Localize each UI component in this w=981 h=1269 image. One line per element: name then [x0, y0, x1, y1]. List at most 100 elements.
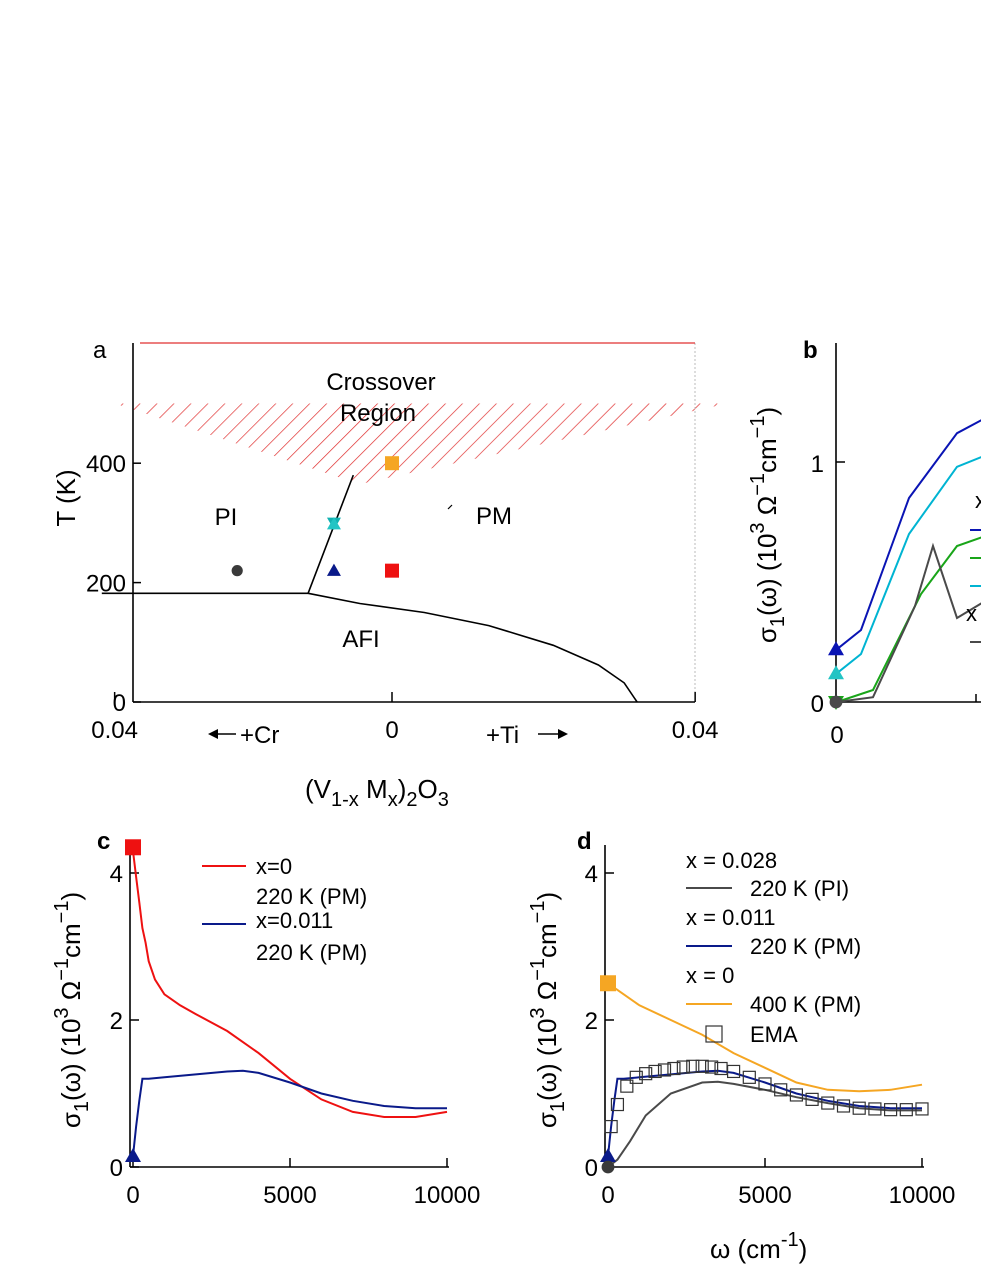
d-xtick-label: 5000	[738, 1182, 791, 1209]
panel-letter-a: a	[93, 337, 107, 364]
b-legend-fragment: x	[975, 488, 981, 513]
d-ema-point	[899, 1103, 913, 1117]
sigma-label-part: σ	[752, 627, 782, 643]
d-ema-point	[758, 1077, 772, 1091]
label-pm: PM	[476, 503, 512, 530]
d-series-line	[607, 1080, 922, 1168]
sigma-label-part: σ	[532, 1112, 562, 1128]
sigma-label-part: Ω	[532, 981, 562, 1008]
b-xtick-label-0: 0	[830, 722, 843, 749]
d-ema-point	[648, 1064, 662, 1079]
b-ytick-label-0: 0	[811, 691, 824, 718]
d-ema-point	[705, 1060, 719, 1074]
b-y-axis-label: σ1(ω) (103 Ω−1cm−1)	[747, 407, 789, 643]
d-marker	[600, 975, 616, 992]
sigma-label-part: )	[752, 407, 782, 416]
label-cr: +Cr	[240, 722, 279, 749]
a-xtick-label: 0.04	[672, 717, 719, 744]
d-ema-point	[639, 1067, 653, 1081]
c-xtick-label: 5000	[263, 1182, 316, 1209]
d-legend-label: x = 0	[686, 963, 734, 988]
d-ema-point	[610, 1097, 625, 1112]
d-xtick-label: 0	[601, 1182, 614, 1209]
c-legend-label: x=0.011	[256, 908, 333, 933]
sigma-label-part: )	[532, 892, 562, 901]
panel-letter-d: d	[577, 828, 592, 855]
sigma-label-part: cm	[56, 923, 86, 958]
d-legend-ema-marker	[705, 1025, 723, 1043]
sigma-label-part: −1	[51, 958, 73, 981]
b-legend-fragment: x	[966, 601, 977, 626]
d-ema-point	[657, 1063, 672, 1077]
a-x-ticks: 0.04 0 0.04	[91, 692, 719, 744]
c-ytick-label: 4	[110, 861, 123, 888]
sigma-label-part: 1	[547, 1101, 569, 1112]
sigma-label-part: 1	[71, 1101, 93, 1112]
a-ytick-label: 200	[86, 571, 126, 598]
c-legend-label: 220 K (PM)	[256, 884, 367, 909]
a-xtick-label: 0	[385, 717, 398, 744]
doping-ti-arrow: +Ti	[486, 722, 568, 749]
d-ema-point	[726, 1064, 741, 1079]
d-legend-label: x = 0.028	[686, 848, 777, 873]
panel-b-legend-fragment: xx	[966, 488, 981, 643]
d-legend-label: 220 K (PM)	[750, 934, 861, 959]
c-legend-label: 220 K (PM)	[256, 940, 367, 965]
c-xtick-label: 10000	[414, 1182, 481, 1209]
panel-letter-c: c	[97, 828, 110, 855]
sigma-label-part: cm	[532, 923, 562, 958]
b-series-line	[836, 542, 981, 702]
panel-d-markers	[600, 975, 616, 1174]
label-region: Region	[340, 400, 416, 427]
b-marker	[829, 695, 843, 709]
d-xtick-label: 10000	[889, 1182, 956, 1209]
sigma-label-part: )	[56, 892, 86, 901]
d-ema-point	[915, 1102, 929, 1116]
panel-c-series	[132, 850, 448, 1157]
b-series-line	[836, 419, 981, 650]
c-xtick-label: 0	[126, 1182, 139, 1209]
d-legend-label: x = 0.011	[686, 905, 776, 930]
d-ema-point	[868, 1102, 882, 1116]
sigma-label-part: −1	[747, 415, 769, 438]
sigma-label-part: 3	[51, 1007, 73, 1018]
sigma-label-part: cm	[752, 438, 782, 473]
boundary-tick-mark	[447, 504, 453, 510]
a-xtick-label: 0.04	[91, 717, 138, 744]
sigma-label-part: 3	[527, 1007, 549, 1018]
b-ytick-label-1: 1	[811, 451, 824, 478]
panel-d-series	[604, 982, 929, 1168]
b-marker	[828, 641, 844, 656]
c-legend-label: x=0	[256, 854, 292, 879]
sigma-label-part: 1	[767, 616, 789, 627]
sigma-label-part: −1	[527, 900, 549, 923]
panel-a-axes	[132, 342, 696, 703]
phase-point	[385, 563, 399, 578]
d-ema-point	[805, 1092, 819, 1106]
label-ti: +Ti	[486, 722, 519, 749]
d-ema-point	[667, 1061, 681, 1076]
sigma-label-part: (ω) (10	[532, 1019, 562, 1101]
d-ema-point	[883, 1103, 898, 1117]
d-ema-point	[686, 1059, 700, 1073]
c-series-line	[132, 850, 448, 1118]
b-series-line	[836, 536, 981, 702]
sigma-label-part: (ω) (10	[56, 1019, 86, 1101]
d-ytick-label: 2	[585, 1008, 598, 1035]
phase-point	[231, 565, 243, 577]
panel-b-axes	[835, 343, 981, 703]
sigma-label-part: 3	[747, 522, 769, 533]
sigma-label-part: σ	[56, 1112, 86, 1128]
a-x-axis-label: (V1-x Mx)2O3	[305, 774, 449, 811]
label-pi: PI	[215, 504, 238, 531]
d-series-line	[607, 982, 923, 1093]
b-series-line	[836, 456, 981, 674]
